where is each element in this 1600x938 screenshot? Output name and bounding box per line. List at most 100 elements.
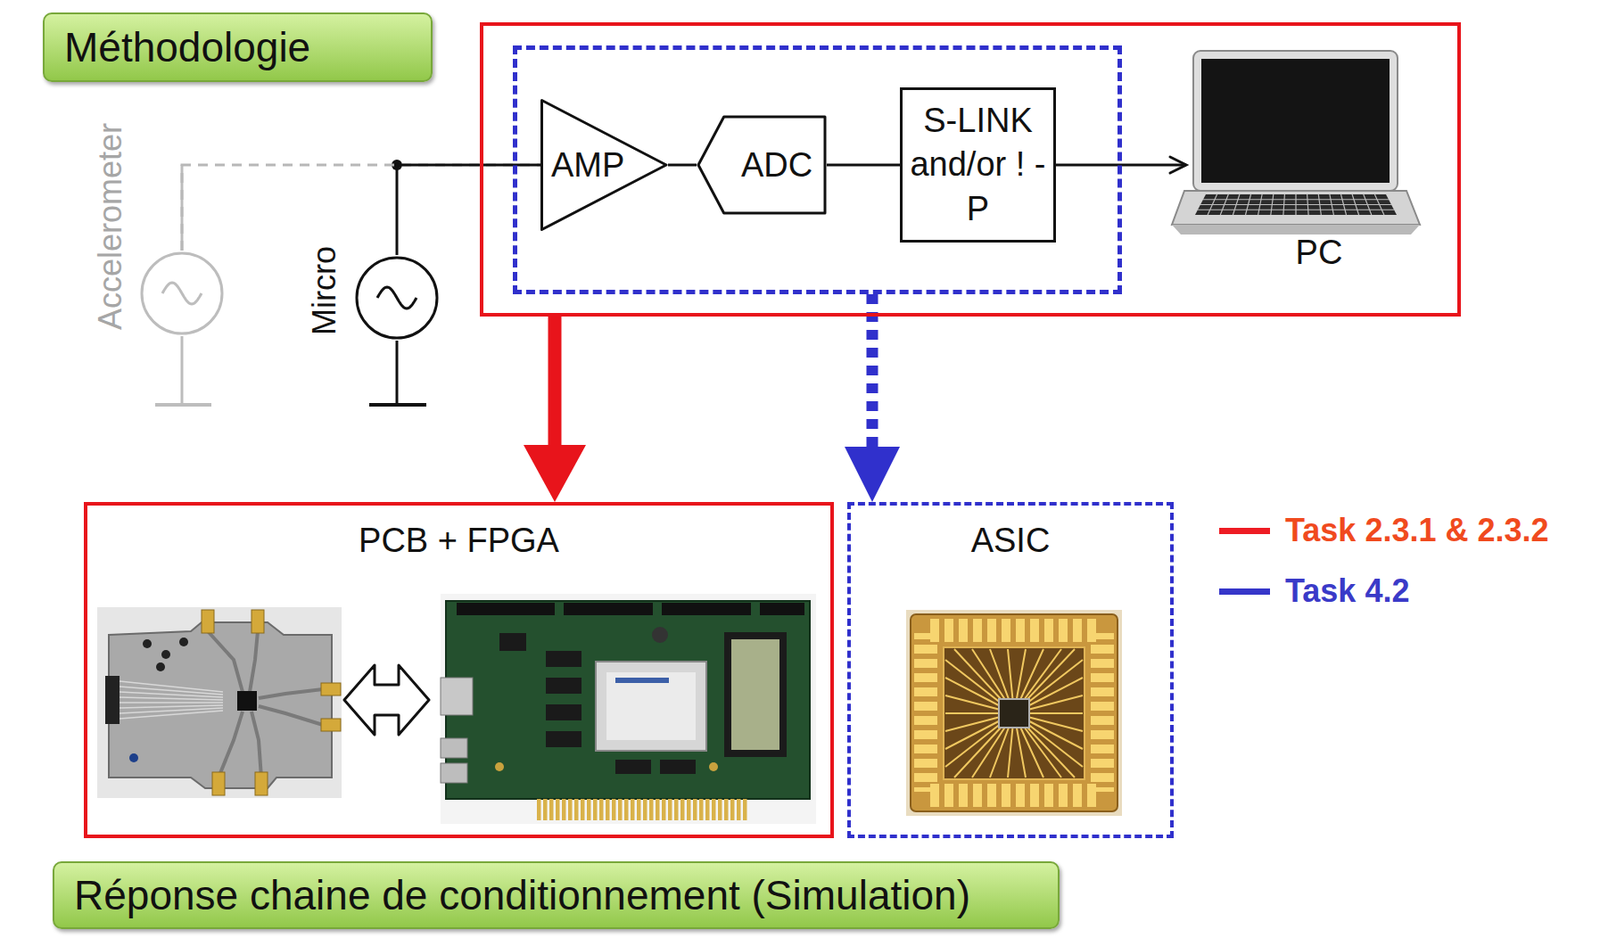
connector [826,164,900,166]
sensor-source [377,287,417,309]
block-label: S-LINK and/or ! -P [909,98,1047,231]
sensor-source [356,257,438,339]
rf-board-photo [129,753,139,763]
fpga-board-photo [440,593,817,825]
rf-board-photo [142,639,152,649]
fpga-board-photo [440,677,473,716]
sensor-label: Accelerometer [91,123,129,330]
section-band: Méthodologie [42,12,433,83]
fpga-board-photo [615,677,669,684]
fpga-board-photo [545,677,582,694]
fpga-board-photo [615,759,652,775]
rf-board-photo [105,676,120,725]
fpga-board-photo [545,731,582,748]
asic-chip-photo [910,614,1118,812]
block-label: ADC [741,148,813,182]
sensor-source [139,250,225,337]
rf-board-photo [255,772,268,796]
fpga-board-photo [731,639,780,751]
fpga-board-photo [545,651,582,668]
block-label: AMP [551,148,625,182]
amplifier-triangle [542,100,668,231]
legend-swatch [1219,527,1271,535]
rf-board-photo [321,718,341,732]
legend-row: Task 2.3.1 & 2.3.2 [1219,500,1550,561]
signal-wire [826,164,900,167]
connector [523,316,586,503]
fpga-board-photo [709,762,718,772]
rf-board-photo [237,691,257,711]
rf-board-photo [97,607,342,799]
device-label: PC [1295,233,1344,273]
asic-chip-photo [998,699,1030,728]
sensor-source [141,253,223,334]
flow-arrow [866,294,879,455]
laptop-icon [1171,224,1420,235]
arrow-head [844,446,900,503]
fpga-board-photo [595,661,707,751]
ground-symbols [369,403,427,407]
double-arrow [344,665,429,735]
rf-board-photo [179,637,189,647]
arrow-head [1170,156,1187,174]
hardware-group: ASIC [847,502,1174,839]
fpga-board-photo [661,602,751,616]
laptop-icon [1171,190,1420,225]
connector [668,164,697,166]
fpga-board-photo [606,672,696,741]
fpga-board-photo [563,602,653,616]
fpga-board-photo [440,763,468,784]
ground-symbols [395,340,399,404]
amplifier-triangle: AMP [540,98,669,231]
rf-board-photo [161,650,171,660]
rf-board-photo [321,683,341,696]
laptop-icon [1186,50,1414,235]
fpga-board-photo [651,626,669,644]
asic-chip-photo [943,647,1085,780]
rf-board-photo [251,610,264,634]
laptop-icon: PC [1186,50,1414,235]
sensor-source [354,255,440,341]
asic-chip-photo [1090,633,1114,792]
legend-label: Task 2.3.1 & 2.3.2 [1285,511,1550,550]
asic-chip-photo [906,610,1122,817]
rf-board-photo [207,631,323,778]
signal-wire [668,164,697,167]
adc-block [698,116,825,214]
system-frame: AMP ADC S-LINK and/or ! -P PC [479,22,1461,317]
adc-block: ADC [696,115,827,215]
rf-board-photo [212,772,225,796]
rf-board-photo [97,607,342,799]
legend: Task 2.3.1 & 2.3.2Task 4.2 [1219,500,1550,622]
fpga-board-photo [440,593,817,825]
connector [844,294,900,503]
sensor-source [162,282,202,305]
fpga-board-photo [759,602,805,616]
legend-swatch [1219,588,1271,595]
fpga-board-photo [724,632,787,758]
section-band: Réponse chaine de conditionnement (Simul… [52,861,1060,930]
fpga-board-photo [456,602,555,616]
rf-board-photo [156,662,165,672]
legend-label: Task 4.2 [1285,572,1410,611]
sensor-source: Accelerometer [139,250,225,337]
asic-chip-photo [906,610,1122,817]
arrow-head [523,445,586,503]
asic-chip-photo [929,783,1099,808]
fpga-board-photo [499,633,527,652]
asic-chip-photo [945,649,1083,778]
rf-board-photo [108,622,332,789]
ground-symbols [181,336,184,404]
legend-row: Task 4.2 [1219,560,1550,622]
section-title: Réponse chaine de conditionnement (Simul… [74,872,971,920]
asic-chip-photo [914,633,938,792]
laptop-icon [1195,194,1397,215]
asic-chip-photo [929,618,1099,643]
signal-wire [396,164,541,256]
group-title: PCB + FPGA [358,521,560,561]
sensor-label: Mircro [305,246,343,336]
section-title: Méthodologie [64,24,311,72]
fpga-board-photo [440,738,468,759]
laptop-icon [1201,58,1390,183]
double-arrow [344,665,429,735]
